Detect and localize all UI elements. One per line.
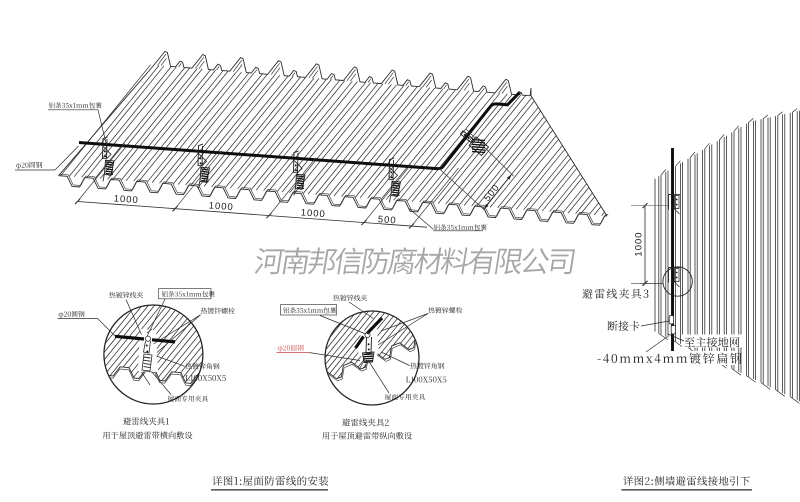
svg-text:1000: 1000 xyxy=(300,207,326,220)
svg-text:1000: 1000 xyxy=(634,231,645,256)
svg-text:500: 500 xyxy=(482,182,502,204)
svg-text:500: 500 xyxy=(377,214,397,226)
svg-text:1000: 1000 xyxy=(208,200,234,213)
svg-text:1000: 1000 xyxy=(113,193,139,206)
